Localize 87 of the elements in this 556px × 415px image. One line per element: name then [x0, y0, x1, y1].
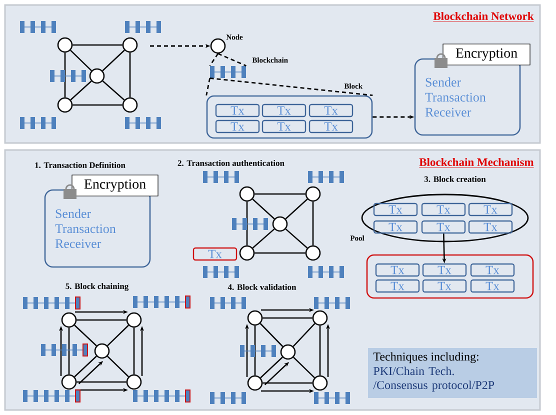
connector-line — [246, 202, 248, 246]
connector-line — [285, 228, 308, 248]
transaction-box: Tx — [422, 263, 467, 277]
connector-line — [129, 52, 131, 98]
node-circle — [312, 375, 328, 391]
blockchain-icon — [210, 66, 246, 78]
transaction-box: Tx — [422, 279, 467, 293]
transaction-box: Tx — [373, 220, 418, 234]
node-circle — [61, 374, 77, 390]
transaction-box: Tx — [192, 247, 238, 261]
node-circle — [247, 375, 263, 391]
node-circle — [57, 97, 73, 113]
connector-line — [107, 356, 129, 378]
transaction-box: Tx — [421, 220, 466, 234]
transaction-box: Tx — [373, 202, 418, 216]
connector-line — [72, 44, 122, 46]
transaction-box: Tx — [262, 120, 306, 134]
note-box: Techniques including: PKI/Chain Tech. /Consensus protocol/P2P — [368, 348, 537, 398]
transaction-box: Tx — [308, 120, 354, 134]
connector-line — [74, 356, 97, 378]
connector-line — [133, 328, 135, 374]
node-circle — [272, 216, 288, 232]
panel-title: Blockchain Network — [432, 12, 534, 22]
node-circle — [239, 186, 255, 202]
connector-line — [260, 356, 283, 378]
transaction-box: Tx — [468, 220, 513, 234]
transaction-box: Tx — [421, 202, 466, 216]
transaction-box: Tx — [470, 279, 515, 293]
transaction-box: Tx — [375, 263, 420, 277]
connector-line — [254, 193, 306, 195]
connector-line — [206, 78, 374, 96]
step-heading: 3. Block creation — [424, 176, 486, 182]
transaction-box: Tx — [470, 263, 515, 277]
node-circle — [89, 68, 105, 84]
transaction-box: Tx — [215, 104, 260, 118]
node-circle — [94, 343, 110, 359]
connector-line — [262, 317, 312, 319]
node-circle — [61, 312, 77, 328]
transaction-box: Tx — [308, 104, 354, 118]
node-circle — [305, 245, 321, 261]
node-circle — [122, 97, 138, 113]
node-circle — [247, 310, 263, 326]
transaction-box: Tx — [215, 120, 260, 134]
connector-line — [107, 324, 129, 346]
encryption-box: Encryption — [442, 44, 530, 66]
connector-line — [70, 80, 92, 100]
connector-line — [72, 104, 122, 106]
step-heading: 4. Block validation — [228, 284, 296, 290]
node-circle — [312, 310, 328, 326]
transaction-box: Tx — [468, 202, 513, 216]
connector-line — [254, 252, 306, 254]
node-circle — [239, 245, 255, 261]
encryption-box: Encryption — [72, 174, 158, 196]
block-box — [206, 95, 373, 139]
connector-line — [64, 52, 66, 98]
connector-line — [102, 80, 125, 100]
connector-line — [252, 228, 275, 248]
node-circle — [305, 186, 321, 202]
node-circle — [126, 374, 142, 390]
node-circle — [280, 344, 296, 360]
connector-line — [76, 319, 126, 321]
node-circle — [122, 37, 138, 53]
connector-line — [68, 328, 70, 374]
step-heading: 2. Transaction authentication — [178, 160, 284, 166]
connector-line — [312, 202, 314, 246]
transaction-box: Tx — [262, 104, 306, 118]
connector-line — [285, 198, 308, 220]
step-heading: 5. Block chaining — [66, 283, 129, 291]
connector-line — [319, 326, 321, 376]
connector-line — [260, 323, 284, 347]
connector-line — [70, 50, 92, 72]
connector-line — [209, 52, 247, 66]
connector-line — [102, 50, 125, 72]
connector-line — [293, 356, 315, 378]
panel-title: Blockchain Mechanism — [418, 158, 534, 168]
step-heading: 1. Transaction Definition — [35, 162, 126, 168]
connector-line — [292, 323, 316, 347]
connector-line — [262, 382, 312, 384]
connector-line — [254, 326, 256, 376]
transaction-box: Tx — [375, 279, 420, 293]
block-box — [366, 254, 534, 299]
connector-line — [252, 198, 275, 220]
node-circle — [126, 312, 142, 328]
node-circle — [210, 38, 226, 54]
connector-line — [76, 381, 126, 383]
connector-line — [74, 324, 97, 346]
node-circle — [57, 37, 73, 53]
